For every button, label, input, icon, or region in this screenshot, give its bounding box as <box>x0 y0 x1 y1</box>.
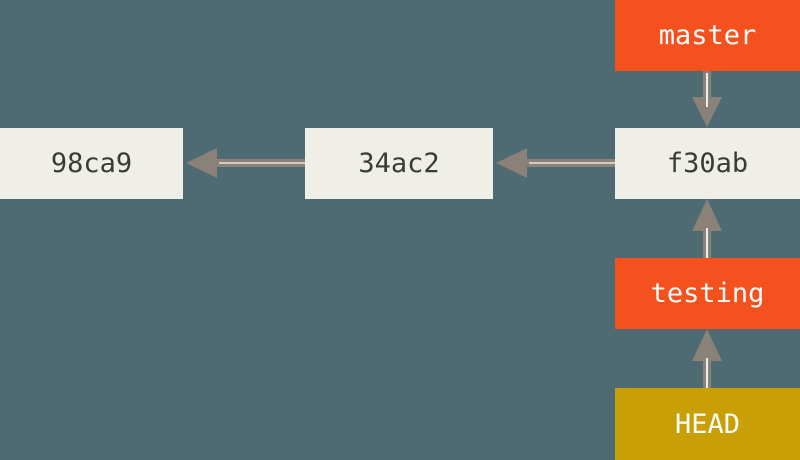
head-pointer-label[interactable]: HEAD <box>615 388 800 460</box>
commit-node-f30ab[interactable]: f30ab <box>615 128 800 199</box>
branch-label-testing[interactable]: testing <box>615 258 800 329</box>
commit-node-98ca9[interactable]: 98ca9 <box>0 128 183 199</box>
arrow-master-to-f30ab <box>692 71 722 127</box>
arrow-testing-to-f30ab <box>692 199 722 258</box>
commit-node-34ac2[interactable]: 34ac2 <box>305 128 493 199</box>
branch-label-master[interactable]: master <box>615 0 800 71</box>
arrow-34ac2-to-98ca9 <box>186 148 305 178</box>
arrow-f30ab-to-34ac2 <box>496 148 615 178</box>
arrow-head-to-testing <box>692 329 722 388</box>
